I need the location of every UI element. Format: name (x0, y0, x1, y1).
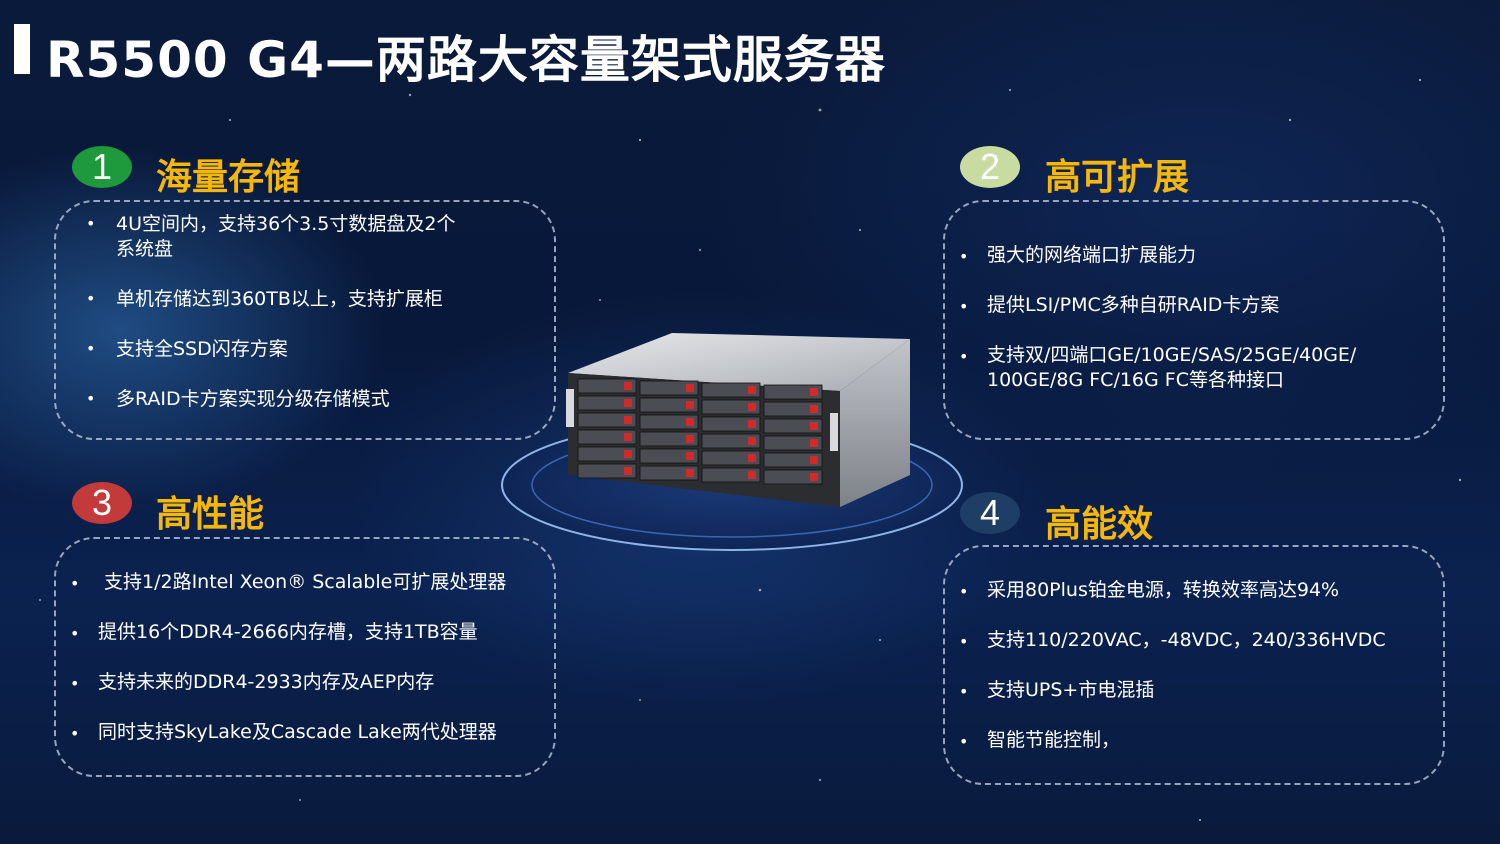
section-4-number-badge: 4 (960, 492, 1020, 534)
section-3-item-2: 提供16个DDR4-2666内存槽，支持1TB容量 (98, 621, 478, 643)
server-top (568, 333, 910, 391)
section-3-title: 高性能 (156, 494, 265, 535)
right-handle (830, 413, 838, 451)
drive-latches (624, 382, 818, 481)
section-1-item-1-line-1: 4U空间内，支持36个3.5寸数据盘及2个 (116, 213, 456, 235)
bullet: • (86, 389, 96, 408)
bullet: • (959, 732, 969, 751)
section-2-item-1: 强大的网络端口扩展能力 (987, 244, 1197, 266)
section-1-item-1-line-2: 系统盘 (116, 238, 174, 260)
bullet: • (70, 674, 80, 693)
section-3-item-4: 同时支持SkyLake及Cascade Lake两代处理器 (98, 721, 497, 743)
bullet: • (959, 347, 969, 366)
section-1-item-2: 单机存储达到360TB以上，支持扩展柜 (116, 288, 443, 310)
section-4-item-2: 支持110/220VAC，-48VDC，240/336HVDC (987, 629, 1386, 651)
section-2-item-3-line-1: 支持双/四端口GE/10GE/SAS/25GE/40GE/ (987, 344, 1357, 366)
bullet: • (959, 682, 969, 701)
section-4-item-4: 智能节能控制， (987, 729, 1121, 751)
section-2-title: 高可扩展 (1045, 157, 1190, 198)
bullet: • (959, 632, 969, 651)
section-2-item-3-line-2: 100GE/8G FC/16G FC等各种接口 (987, 369, 1284, 391)
server-image (501, 333, 963, 551)
bullet: • (86, 339, 96, 358)
bullet: • (86, 214, 96, 233)
section-2-item-2: 提供LSI/PMC多种自研RAID卡方案 (987, 294, 1280, 316)
section-2-number-badge: 2 (960, 146, 1020, 188)
bullet: • (959, 297, 969, 316)
server-side (840, 339, 910, 507)
left-handle (566, 389, 574, 427)
section-3-item-1: 支持1/2路Intel Xeon® Scalable可扩展处理器 (104, 571, 507, 593)
bullet: • (959, 582, 969, 601)
section-4-item-3: 支持UPS+市电混插 (987, 679, 1155, 701)
bullet: • (70, 574, 80, 593)
server-illustration (500, 325, 970, 555)
bullet: • (70, 624, 80, 643)
section-4-item-1: 采用80Plus铂金电源，转换效率高达94% (987, 579, 1340, 601)
section-1-number-badge: 1 (72, 146, 132, 188)
section-1-item-3: 支持全SSD闪存方案 (116, 338, 288, 360)
section-1-item-4: 多RAID卡方案实现分级存储模式 (116, 388, 390, 410)
title-accent-bar (14, 24, 30, 74)
section-4-box: • 采用80Plus铂金电源，转换效率高达94% • 支持110/220VAC，… (943, 545, 1445, 785)
section-1-title: 海量存储 (156, 157, 301, 198)
bullet: • (86, 289, 96, 308)
section-3-number-badge: 3 (72, 482, 132, 524)
page-title: R5500 G4—两路大容量架式服务器 (46, 31, 886, 89)
bullet: • (959, 247, 969, 266)
bullet: • (70, 724, 80, 743)
section-3-box: • 支持1/2路Intel Xeon® Scalable可扩展处理器 • 提供1… (54, 537, 556, 777)
section-2-box: • 强大的网络端口扩展能力 • 提供LSI/PMC多种自研RAID卡方案 • 支… (943, 200, 1445, 440)
section-4-title: 高能效 (1045, 504, 1154, 545)
section-3-item-3: 支持未来的DDR4-2933内存及AEP内存 (98, 671, 435, 693)
drive-bays (577, 378, 823, 485)
section-1-box: • 4U空间内，支持36个3.5寸数据盘及2个 系统盘 • 单机存储达到360T… (54, 200, 556, 440)
